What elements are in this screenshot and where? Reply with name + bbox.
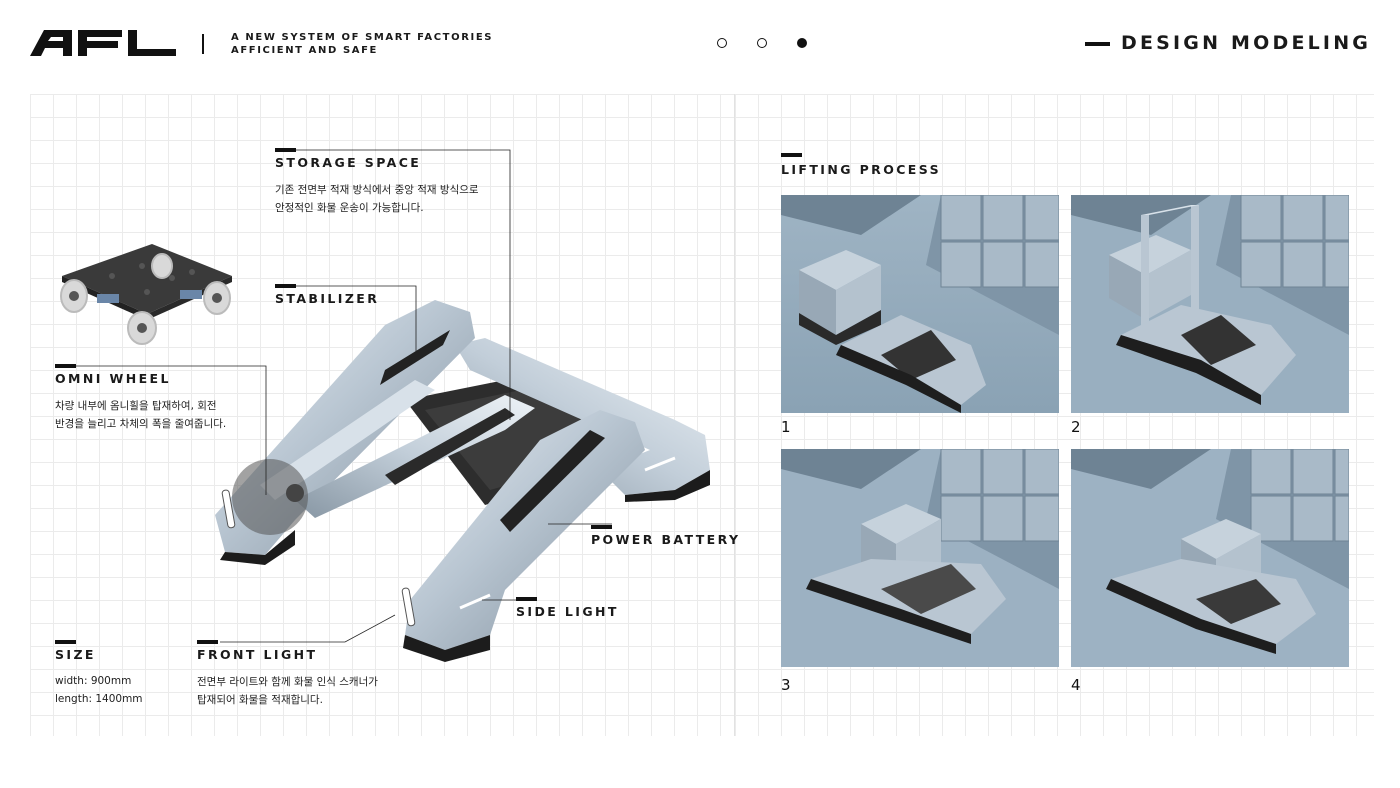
page-dot-3[interactable] xyxy=(797,38,807,48)
lifting-step-4-number: 4 xyxy=(1071,676,1081,694)
afl-logo xyxy=(30,30,176,56)
lifting-step-3-number: 3 xyxy=(781,676,791,694)
omni-wheel-dash xyxy=(55,364,76,368)
front-light-description: 전면부 라이트와 함께 화물 인식 스캐너가 탑재되어 화물을 적재합니다. xyxy=(197,673,378,709)
storage-space-description: 기존 전면부 적재 방식에서 중앙 적재 방식으로 안정적인 화물 운송이 가능… xyxy=(275,181,479,217)
front-light-title: FRONT LIGHT xyxy=(197,647,318,662)
storage-space-desc-line-2: 안정적인 화물 운송이 가능합니다. xyxy=(275,202,424,214)
power-battery-dash xyxy=(591,525,612,529)
size-dash xyxy=(55,640,76,644)
lifting-step-2-image xyxy=(1071,195,1349,413)
tagline-line-1: A NEW SYSTEM OF SMART FACTORIES xyxy=(231,32,494,43)
front-light-desc-line-1: 전면부 라이트와 함께 화물 인식 스캐너가 xyxy=(197,676,378,688)
front-light-desc-line-2: 탑재되어 화물을 적재합니다. xyxy=(197,694,323,706)
storage-space-dash xyxy=(275,148,296,152)
page-dot-1[interactable] xyxy=(717,38,727,48)
omni-wheel-desc-line-2: 반경을 늘리고 차체의 폭을 줄여줍니다. xyxy=(55,418,227,430)
front-light-dash xyxy=(197,640,218,644)
omni-wheel-desc-line-1: 차량 내부에 옴니휠을 탑재하여, 회전 xyxy=(55,400,217,412)
page-indicator xyxy=(717,38,807,48)
size-width: width: 900mm xyxy=(55,675,132,687)
lifting-step-1-image xyxy=(781,195,1059,413)
tagline-line-2: AFFICIENT AND SAFE xyxy=(231,45,378,56)
afl-vehicle-render xyxy=(215,300,710,662)
section-title: DESIGN MODELING xyxy=(1121,32,1372,54)
stabilizer-dash xyxy=(275,284,296,288)
omni-wheel-title: OMNI WHEEL xyxy=(55,371,171,386)
lifting-step-1-number: 1 xyxy=(781,418,791,436)
lifting-process-dash xyxy=(781,153,802,157)
lifting-step-3-image xyxy=(781,449,1059,667)
size-length: length: 1400mm xyxy=(55,693,143,705)
storage-space-title: STORAGE SPACE xyxy=(275,155,422,170)
tagline: A NEW SYSTEM OF SMART FACTORIES AFFICIEN… xyxy=(231,31,493,57)
lifting-process-title: LIFTING PROCESS xyxy=(781,162,941,177)
size-title: SIZE xyxy=(55,647,96,662)
omni-wheel-description: 차량 내부에 옴니휠을 탑재하여, 회전 반경을 늘리고 차체의 폭을 줄여줍니… xyxy=(55,397,226,433)
lifting-step-4-image xyxy=(1071,449,1349,667)
side-light-dash xyxy=(516,597,537,601)
page-dot-2[interactable] xyxy=(757,38,767,48)
power-battery-title: POWER BATTERY xyxy=(591,532,741,547)
lifting-step-2-number: 2 xyxy=(1071,418,1081,436)
stabilizer-title: STABILIZER xyxy=(275,291,380,306)
omni-chassis-image xyxy=(60,244,232,345)
size-description: width: 900mm length: 1400mm xyxy=(55,672,143,708)
storage-space-desc-line-1: 기존 전면부 적재 방식에서 중앙 적재 방식으로 xyxy=(275,184,479,196)
header-divider xyxy=(202,34,204,54)
section-title-dash xyxy=(1085,42,1110,46)
side-light-title: SIDE LIGHT xyxy=(516,604,619,619)
